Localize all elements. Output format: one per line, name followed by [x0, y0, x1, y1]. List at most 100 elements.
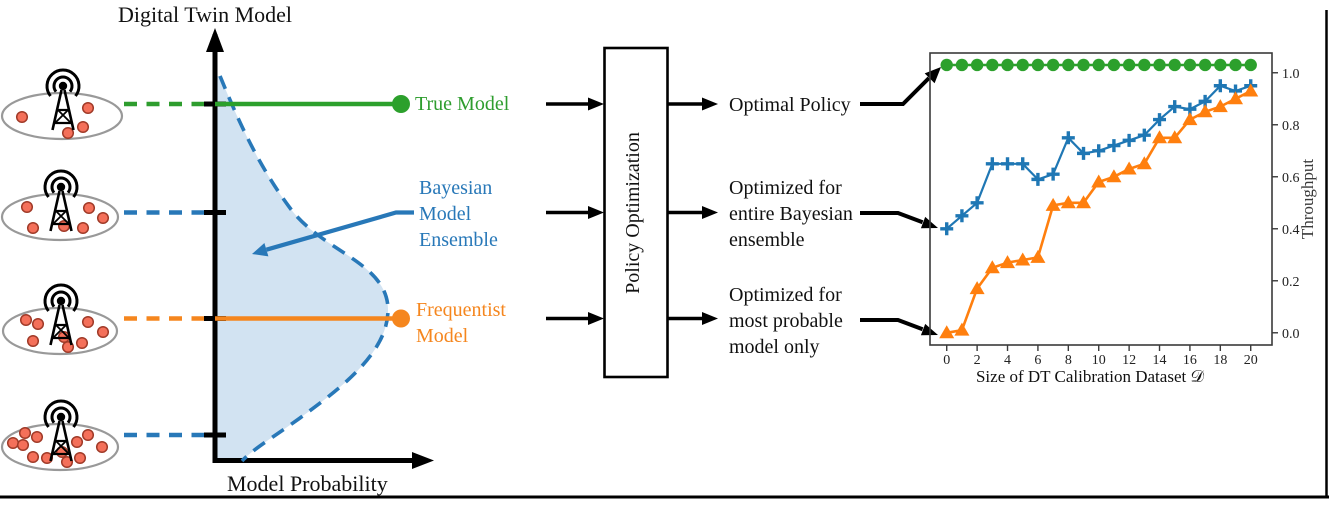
marker-circle [970, 58, 984, 72]
ue-dot [70, 435, 84, 449]
marker-triangle [1182, 112, 1198, 126]
x-tick-label: 20 [1244, 353, 1258, 368]
x-tick-label: 4 [1004, 353, 1011, 368]
dt-axis-vertical-arrowhead [206, 28, 224, 52]
marker-triangle [1030, 249, 1046, 263]
marker-circle [1214, 58, 1227, 72]
output-frequentist-label-line3: model only [729, 336, 820, 358]
marker-plus [1153, 113, 1167, 127]
ue-dot [26, 450, 40, 464]
arrow-to-chart-optimal [860, 76, 931, 106]
ue-dot [81, 101, 95, 115]
marker-plus [1061, 131, 1075, 145]
marker-circle [1077, 58, 1090, 72]
marker-triangle [1121, 161, 1137, 175]
marker-triangle [1243, 83, 1259, 97]
marker-triangle [1060, 195, 1076, 209]
marker-circle [1001, 58, 1014, 72]
bayesian-pointer-shaft [265, 210, 414, 252]
antenna-icon [43, 283, 79, 346]
ue-dot [26, 221, 40, 235]
marker-plus [985, 157, 999, 171]
marker-triangle [1197, 104, 1213, 118]
x-tick-label: 10 [1092, 353, 1106, 368]
chart-frame [929, 52, 1273, 346]
policy-box [603, 46, 669, 379]
ue-dot [16, 438, 30, 452]
true-model-label: True Model [415, 93, 510, 115]
arrow-in-true-head [588, 97, 604, 111]
bayesian-ensemble-label-line3: Ensemble [419, 229, 498, 251]
marker-plus [970, 196, 984, 210]
dt-axis-horizontal-arrowhead [412, 452, 434, 469]
marker-triangle [1045, 197, 1061, 211]
marker-circle [1031, 58, 1045, 72]
frequentist-model-dot [392, 309, 410, 328]
marker-triangle [1106, 169, 1122, 183]
x-tick-label: 2 [974, 353, 981, 368]
x-tick-label: 8 [1065, 353, 1072, 368]
marker-triangle [1152, 130, 1168, 144]
marker-plus [1031, 172, 1045, 186]
output-bayesian-label: Optimized for entire Bayesian ensemble [729, 175, 853, 253]
ue-dot [20, 200, 34, 214]
output-bayesian-label-line3: ensemble [729, 229, 805, 251]
distribution-fill [216, 76, 388, 461]
marker-circle [986, 58, 999, 72]
arrow-to-chart-bayes [860, 211, 924, 225]
arrow-in-freq-head [588, 312, 604, 325]
arrow-out-freq-head [702, 312, 718, 325]
marker-circle [1046, 58, 1060, 72]
bayesian-ensemble-label-line1: Bayesian [419, 177, 493, 199]
marker-plus [1016, 157, 1030, 171]
marker-triangle [1015, 252, 1031, 266]
marker-circle [955, 58, 969, 72]
arrow-to-chart-freq [860, 318, 924, 332]
marker-triangle [1076, 195, 1092, 209]
y-tick-label: 0.2 [1282, 275, 1300, 290]
antenna-icon [43, 399, 79, 462]
marker-plus [1092, 144, 1106, 158]
frequentist-model-label-line2: Model [416, 325, 469, 347]
dt-axis-title: Digital Twin Model [118, 2, 293, 27]
ue-dot [19, 313, 33, 327]
bayesian-ensemble-label: Bayesian Model Ensemble [419, 175, 498, 253]
output-frequentist-label-line1: Optimized for [729, 284, 842, 306]
arrow-to-chart-optimal-head [924, 67, 941, 84]
y-tick-label: 0.6 [1282, 171, 1300, 186]
ue-dot [82, 201, 96, 215]
bayesian-ensemble-label-line2: Model [419, 203, 472, 225]
marker-triangle [1167, 130, 1183, 144]
ue-dot [6, 436, 20, 450]
ue-dot [60, 455, 74, 469]
ue-dot [75, 336, 89, 350]
marker-circle [1183, 58, 1197, 72]
output-bayesian-label-line1: Optimized for [729, 177, 842, 199]
ue-dot [73, 451, 87, 465]
marker-circle [940, 58, 953, 72]
arrow-out-bayes-head [702, 206, 718, 219]
marker-triangle [954, 322, 970, 336]
x-tick-label: 6 [1034, 353, 1041, 368]
marker-circle [1016, 58, 1029, 72]
optimal-policy-label: Optimal Policy [729, 94, 851, 116]
marker-plus [1107, 139, 1121, 153]
marker-triangle [969, 281, 985, 295]
marker-circle [1198, 58, 1212, 72]
x-tick-label: 18 [1213, 353, 1227, 368]
output-frequentist-label: Optimized for most probable model only [729, 282, 843, 360]
antenna-icon [45, 68, 81, 131]
marker-plus [1046, 167, 1060, 181]
ue-dot [81, 315, 95, 329]
bayesian-pointer-arrowhead [252, 243, 269, 257]
ue-dot [81, 428, 95, 442]
ue-dot [96, 325, 110, 339]
marker-circle [1107, 58, 1121, 72]
arrow-out-optimal-head [702, 97, 718, 111]
y-tick-label: 0.8 [1282, 119, 1300, 134]
marker-circle [1092, 58, 1105, 72]
marker-plus [955, 209, 969, 223]
